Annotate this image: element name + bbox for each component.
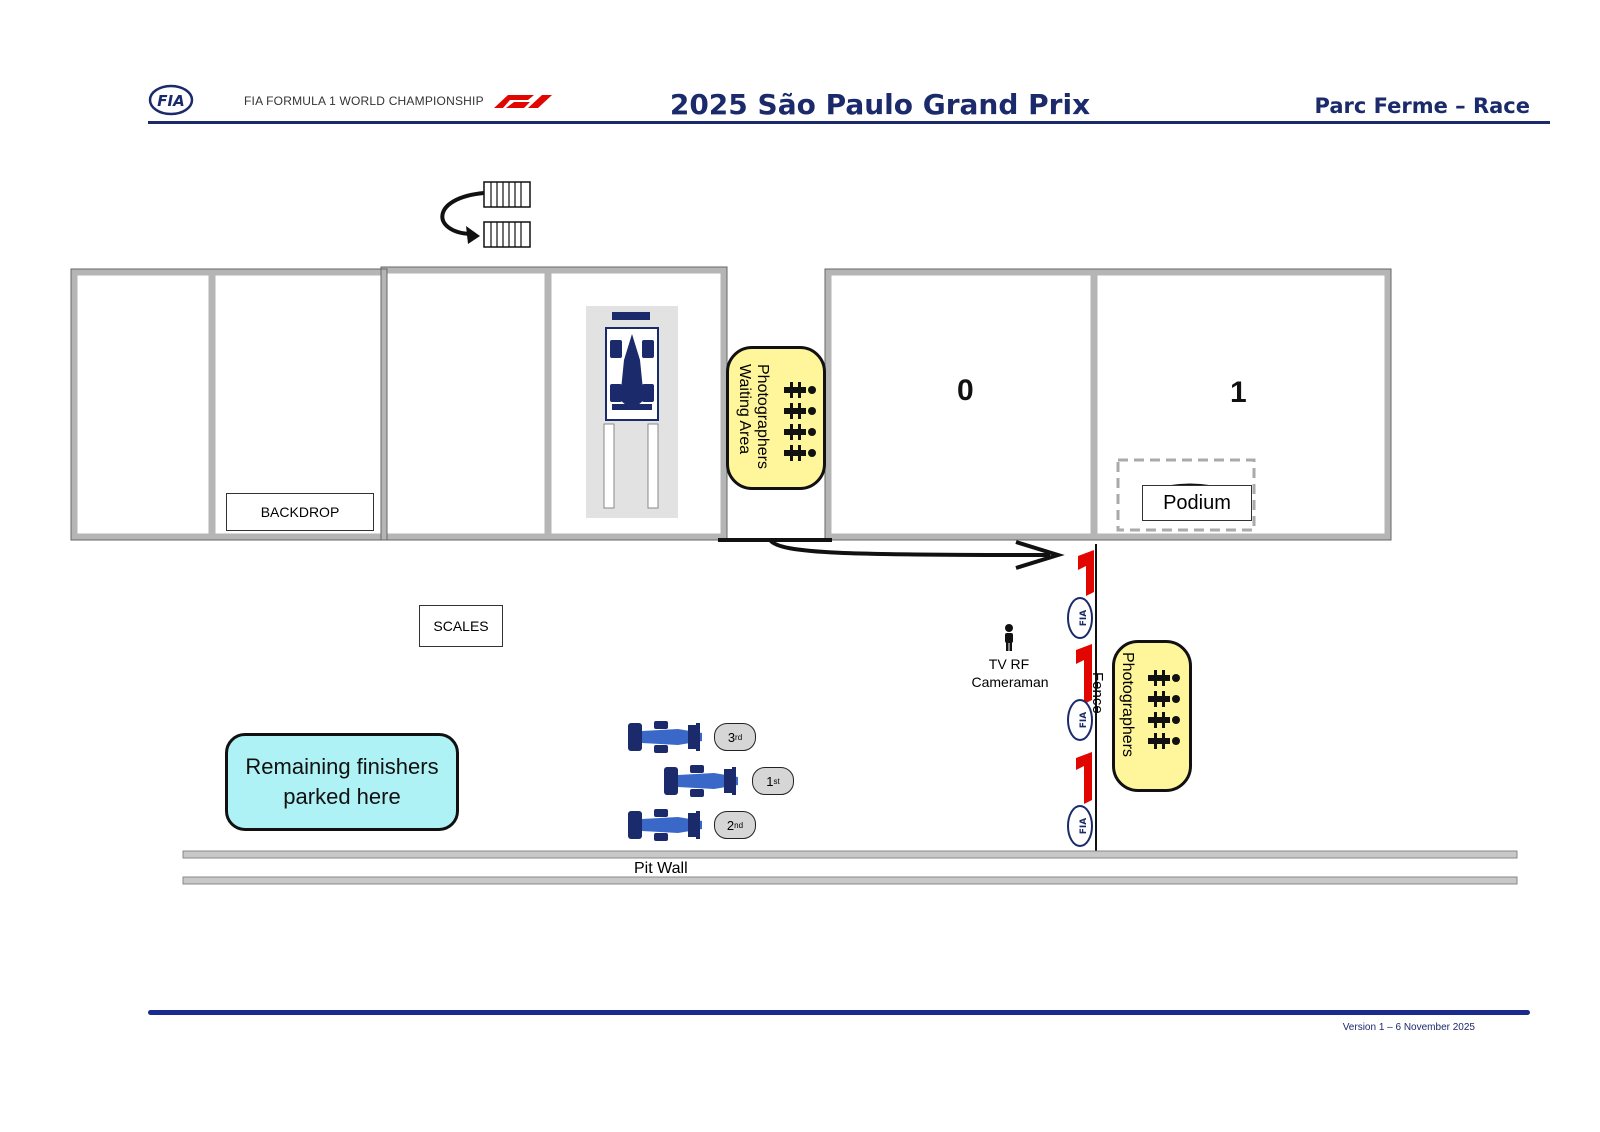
route-arrow-icon <box>718 538 1065 570</box>
zone-1-label: 1 <box>1230 376 1247 409</box>
photographers-area <box>1112 640 1192 792</box>
photographer-group-icon <box>784 382 816 461</box>
svg-text:FIA: FIA <box>1079 610 1089 626</box>
footer-divider <box>148 1010 1530 1015</box>
position-1st-suffix: st <box>773 776 780 786</box>
position-1st-number: 1 <box>766 773 774 789</box>
f1-fence-icon <box>1076 550 1094 804</box>
photographer-group-icon <box>1148 670 1180 749</box>
stairs-icon <box>483 181 531 248</box>
svg-text:FIA: FIA <box>157 92 184 110</box>
pit-wall-label: Pit Wall <box>634 860 688 877</box>
right-building-block <box>824 268 1392 541</box>
zone-0-label: 0 <box>957 374 974 407</box>
fia-logo-icon: FIA <box>148 84 194 116</box>
podium-box: Podium <box>1142 485 1252 521</box>
championship-label: FIA FORMULA 1 WORLD CHAMPIONSHIP <box>244 94 484 108</box>
backdrop-box: BACKDROP <box>226 493 374 531</box>
curved-arrow-icon <box>440 191 485 244</box>
car-icon <box>628 721 738 841</box>
left-garage-block <box>70 266 728 541</box>
remaining-finishers-line2: parked here <box>283 784 401 809</box>
pit-wall <box>182 850 1518 885</box>
fia-roundel-icon: FIA FIA FIA <box>1067 597 1093 847</box>
page-subtitle: Parc Ferme – Race <box>1314 94 1531 118</box>
position-3rd-number: 3 <box>727 729 736 745</box>
fence-label: Fence <box>1089 672 1106 714</box>
position-3rd-suffix: rd <box>735 732 743 742</box>
podium-area <box>1116 458 1256 532</box>
version-label: Version 1 – 6 November 2025 <box>1342 1022 1475 1033</box>
svg-text:FIA: FIA <box>1079 818 1089 834</box>
page-title: 2025 São Paulo Grand Prix <box>669 88 1091 121</box>
position-2nd-number: 2 <box>726 817 735 833</box>
garage-car-bay <box>586 306 678 518</box>
position-2nd-suffix: nd <box>734 820 744 830</box>
f1-logo-icon <box>494 95 552 108</box>
photographers-waiting-area <box>726 346 826 490</box>
remaining-finishers-line1: Remaining finishers <box>245 754 439 779</box>
remaining-finishers-area: Remaining finishers parked here <box>225 733 459 831</box>
tv-cameraman-line1: TV RF <box>988 656 1030 672</box>
svg-text:FIA: FIA <box>1079 712 1089 728</box>
tv-cameraman-line2: Cameraman <box>971 674 1049 690</box>
header-divider <box>148 121 1550 124</box>
photographers-waiting-label: Photographers Waiting Area <box>736 364 771 469</box>
person-icon <box>1005 624 1013 651</box>
scales-box: SCALES <box>419 605 503 647</box>
photographers-label: Photographers <box>1119 652 1136 757</box>
